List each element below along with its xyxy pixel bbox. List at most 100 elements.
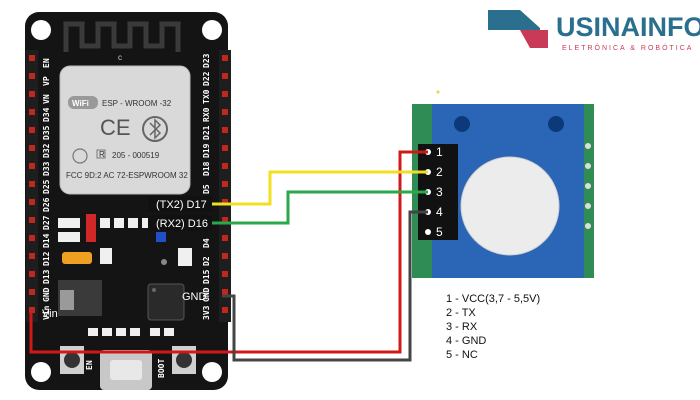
bottom-smd-row xyxy=(88,328,174,336)
wifi-logo-icon: WiFi xyxy=(68,96,98,109)
en-button[interactable] xyxy=(60,346,84,374)
left-pin-label: D26 xyxy=(42,197,51,212)
tx2-pin-label: (TX2) D17 xyxy=(156,199,207,211)
logo-name: USINAINFO xyxy=(556,12,700,42)
right-pin-pad xyxy=(222,181,228,187)
sensor-pin-pad xyxy=(425,229,431,235)
en-button-label: EN xyxy=(85,360,94,370)
logo-mark-icon xyxy=(488,10,540,44)
right-pin-label: TX0 xyxy=(202,89,211,104)
wire-tx xyxy=(212,170,428,206)
legend-line: 3 - RX xyxy=(446,321,478,333)
sensor-right-pads xyxy=(585,143,591,229)
boot-button[interactable] xyxy=(172,346,196,374)
right-pin-label: D15 xyxy=(202,269,211,284)
right-pin-label: 3V3 xyxy=(202,305,211,320)
right-pin-label: D21 xyxy=(202,125,211,140)
gnd-pin-label: GND xyxy=(182,291,207,303)
left-pin-column: ENVPVND34D35D32D33D25D26D27D14D12D13GNDV… xyxy=(29,55,51,320)
right-pin-label: RX0 xyxy=(202,107,211,122)
left-pin-label: D32 xyxy=(42,143,51,158)
pin-legend: 1 - VCC(3,7 - 5,5V) 2 - TX 3 - RX 4 - GND 5 … xyxy=(446,293,540,361)
left-pin-pad xyxy=(29,217,35,223)
right-pin-pad xyxy=(222,73,228,79)
right-pin-pad xyxy=(222,271,228,277)
sensor-pin-number: 5 xyxy=(436,225,443,239)
right-pin-pad xyxy=(222,163,228,169)
r-mark-box xyxy=(96,149,106,159)
right-pin-pad xyxy=(222,127,228,133)
left-pin-label: D14 xyxy=(42,233,51,248)
sensor-screw-tl xyxy=(454,116,470,132)
legend-line: 5 - NC xyxy=(446,349,478,361)
left-pin-pad xyxy=(29,91,35,97)
boot-button-label: BOOT xyxy=(157,359,166,378)
wire-rx xyxy=(212,190,428,225)
right-pin-pad xyxy=(222,55,228,61)
vin-pin-label: Vin xyxy=(42,308,58,320)
left-pin-pad xyxy=(29,307,35,313)
legend-line: 1 - VCC(3,7 - 5,5V) xyxy=(446,293,540,305)
right-pin-pad xyxy=(222,289,228,295)
left-pin-pad xyxy=(29,127,35,133)
left-pin-label: D25 xyxy=(42,179,51,194)
antenna-c-mark: c xyxy=(118,53,122,62)
usinainfo-logo: USINAINFO ELETRÔNICA & ROBÓTICA xyxy=(488,10,700,52)
svg-text:WiFi: WiFi xyxy=(72,99,89,108)
left-pin-label: D12 xyxy=(42,251,51,266)
left-pin-pad xyxy=(29,235,35,241)
left-pin-pad xyxy=(29,145,35,151)
left-pin-pad xyxy=(29,253,35,259)
wires xyxy=(29,150,428,362)
left-pin-label: EN xyxy=(42,58,51,68)
left-pin-pad xyxy=(29,289,35,295)
right-pin-pad xyxy=(222,199,228,205)
left-pin-label: D35 xyxy=(42,125,51,140)
left-pin-pad xyxy=(29,163,35,169)
esp32-board: c WiFi ESP - WROOM -32 CE R 205 - 000519… xyxy=(25,12,231,390)
mount-hole-bl xyxy=(31,362,51,382)
left-pin-label: D33 xyxy=(42,161,51,176)
right-pin-label: D18 xyxy=(202,161,211,176)
right-pin-pad xyxy=(222,253,228,259)
right-pin-pad xyxy=(222,307,228,313)
left-pin-label: GND xyxy=(42,287,51,302)
mount-hole-br xyxy=(202,362,222,382)
sensor-pin-number: 3 xyxy=(436,185,443,199)
wire-vcc xyxy=(29,150,428,354)
module-name: ESP - WROOM -32 xyxy=(102,99,172,108)
right-pin-label: D5 xyxy=(202,184,211,194)
legend-line: 4 - GND xyxy=(446,335,486,347)
sensor-screw-tr xyxy=(548,116,564,132)
right-pin-label: D23 xyxy=(202,53,211,68)
right-pin-label: D22 xyxy=(202,71,211,86)
rx2-pin-label: (RX2) D16 xyxy=(156,218,208,230)
bluetooth-logo-icon xyxy=(142,116,168,142)
left-pin-pad xyxy=(29,109,35,115)
right-pin-pad xyxy=(222,109,228,115)
left-pin-label: Vin xyxy=(41,305,51,320)
right-pin-label: D19 xyxy=(202,143,211,158)
ce-mark-icon: CE xyxy=(100,115,131,140)
sensor-pin-number: 1 xyxy=(436,145,443,159)
logo-mark-accent-icon xyxy=(520,30,548,48)
fcc-id: FCC 9D:2 AC 72-ESPWROOM 32 xyxy=(66,171,188,180)
left-pin-label: D27 xyxy=(42,215,51,230)
right-pin-label: D4 xyxy=(202,238,211,248)
left-pin-label: D34 xyxy=(42,107,51,122)
right-pin-label: GND xyxy=(202,287,211,302)
regulator-tab xyxy=(60,290,74,310)
cert-number: 205 - 000519 xyxy=(112,151,160,160)
antenna-trace-icon xyxy=(63,21,181,52)
legend-line: 2 - TX xyxy=(446,307,476,319)
usb-uart-chip xyxy=(147,283,185,321)
wire-gnd xyxy=(222,210,428,362)
mount-hole-tl xyxy=(31,20,51,40)
mount-hole-tr xyxy=(202,20,222,40)
right-pin-label: D2 xyxy=(202,256,211,266)
left-pin-pad xyxy=(29,55,35,61)
left-pin-label: VN xyxy=(42,94,51,104)
recycle-mark-icon xyxy=(72,148,88,164)
